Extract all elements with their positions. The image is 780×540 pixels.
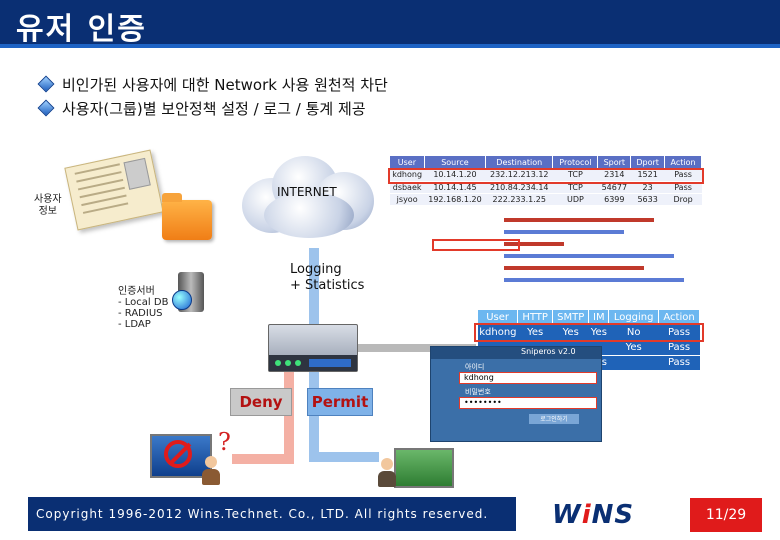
firewall-appliance-icon [268,324,358,372]
internet-label: INTERNET [277,185,337,199]
copyright-footer: Copyright 1996-2012 Wins.Technet. Co., L… [28,497,516,531]
folder-icon [162,200,212,240]
logo-letters: W [552,500,582,530]
table-row: jsyoo 192.168.1.20 222.233.1.25 UDP 6399… [390,193,702,205]
table-cell: 5633 [631,193,665,205]
deny-label: Deny [230,388,292,416]
chart-bar [504,218,654,222]
flow-arrow-permit-horizontal [309,452,379,462]
table-cell: jsyoo [390,193,424,205]
table-cell: 192.168.1.20 [424,193,485,205]
login-window: Sniperos v2.0 아이디 kdhong 비밀번호 •••••••• 로… [430,346,602,442]
prohibited-icon [164,440,192,468]
logo-letters: NS [592,500,635,530]
title-accent-line [0,44,780,48]
bullet-item: 비인가된 사용자에 대한 Network 사용 원천적 차단 [40,72,388,96]
page-number-badge: 11/29 [690,498,762,532]
flow-arrow-permit [309,372,319,460]
table-cell: Pass [659,355,700,370]
flow-arrow-deny [284,372,294,462]
bullet-text: 사용자(그룹)별 보안정책 설정 / 로그 / 통계 제공 [62,98,366,119]
table-cell: Pass [659,340,700,355]
permit-label: Permit [307,388,373,416]
table-cell: 222.233.1.25 [486,193,553,205]
bullet-item: 사용자(그룹)별 보안정책 설정 / 로그 / 통계 제공 [40,96,388,120]
question-mark-icon: ? [218,428,231,456]
table-cell: Drop [665,193,702,205]
bullet-list: 비인가된 사용자에 대한 Network 사용 원천적 차단 사용자(그룹)별 … [40,72,388,120]
wins-logo: WiNS [552,500,634,530]
table-cell [609,355,659,370]
user-info-label: 사용자 정보 [34,194,62,218]
bullet-text: 비인가된 사용자에 대한 Network 사용 원천적 차단 [62,74,388,95]
table-cell: 6399 [598,193,631,205]
id-label: 아이디 [465,362,601,372]
chart-bar [504,278,684,282]
page-title: 유저 인증 [16,4,147,48]
chart-bar [504,254,674,258]
password-field[interactable]: •••••••• [459,397,597,409]
highlight-box [474,323,704,342]
flow-arrow-deny-horizontal [232,454,294,464]
diamond-bullet-icon [38,76,55,93]
highlight-box [432,239,520,251]
title-bar: 유저 인증 [0,0,780,48]
auth-server-label: 인증서버 - Local DB - RADIUS - LDAP [118,286,168,330]
statistics-bar-chart [432,208,682,298]
user-profile-card-icon [64,150,163,231]
login-button[interactable]: 로그인하기 [529,414,579,424]
password-label: 비밀번호 [465,387,601,397]
logo-letters: i [582,500,592,530]
login-window-title: Sniperos v2.0 [431,347,601,359]
monitor-icon [394,448,454,488]
globe-icon [172,290,192,310]
table-cell: UDP [553,193,598,205]
user-icon [202,456,220,486]
chart-bar [504,230,624,234]
chart-bar [504,266,644,270]
diamond-bullet-icon [38,100,55,117]
user-icon [378,458,396,488]
logging-label: Logging + Statistics [290,262,364,294]
table-cell: Yes [609,340,659,355]
id-field[interactable]: kdhong [459,372,597,384]
highlight-box [388,168,704,184]
